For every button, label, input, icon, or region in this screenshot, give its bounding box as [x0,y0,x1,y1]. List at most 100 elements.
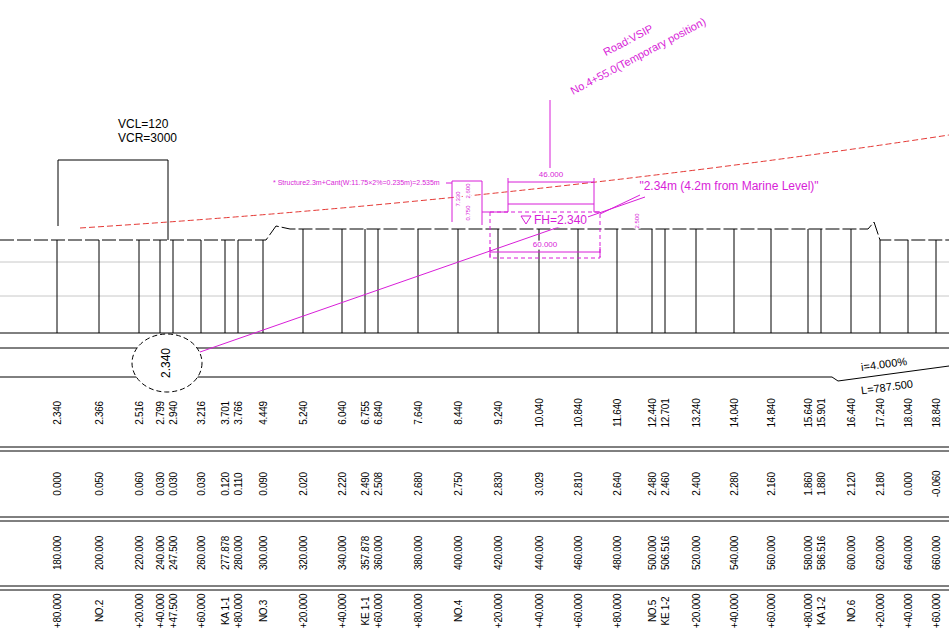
station-label: NO.4 [453,600,464,622]
station-label: +60.000 [573,594,584,628]
height-value: 2.460 [660,472,671,496]
distance-value: 460.000 [573,536,584,570]
elevation-value: 2.940 [168,401,179,425]
elevation-value: 9.240 [493,401,504,425]
station-label: +40.000 [155,594,166,628]
station-label: +60.000 [373,594,384,628]
height-value: 0.000 [903,472,914,496]
dimension-value: 46.000 [538,171,564,180]
distance-value: 357.878 [360,536,371,570]
elevation-value: 2.516 [134,401,145,425]
circle-outline [132,334,202,392]
station-label: KE 1-2 [660,597,671,626]
distance-value: 506.516 [660,536,671,570]
height-value: 3.029 [534,472,545,496]
elevation-value: 14.040 [729,399,740,428]
table-line [0,447,949,590]
height-value: 0.000 [52,472,63,496]
structure-note: * Structure2.3m+Cant(W:11.75×2%=0.235m)=… [272,179,441,187]
distance-value: 340.000 [337,536,348,570]
distance-value: 247.500 [168,536,179,570]
height-value: -0.060 [931,471,942,498]
distance-value: 480.000 [612,536,623,570]
height-value: 2.180 [875,472,886,496]
distance-value: 220.000 [134,536,145,570]
station-label: +80.000 [413,594,424,628]
station-label: +20.000 [298,594,309,628]
station-label: NO.6 [846,600,857,622]
ground-line [0,222,949,240]
station-label: +20.000 [493,594,504,628]
dimension-value: 2.500 [634,213,641,228]
height-value: 2.508 [373,472,384,496]
distance-value: 660.000 [931,536,942,570]
distance-value: 620.000 [875,536,886,570]
distance-value: 500.000 [647,536,658,570]
height-value: 0.090 [258,472,269,496]
elevation-value: 2.366 [94,401,105,425]
elevation-value: 17.240 [875,399,886,428]
elevation-value: 3.216 [196,401,207,425]
distance-value: 360.000 [373,536,384,570]
height-value: 1.880 [816,472,827,496]
elevation-value: 16.440 [846,399,857,428]
distance-value: 200.000 [94,536,105,570]
elevation-value: 6.040 [337,401,348,425]
elevation-value: 8.440 [453,401,464,425]
grid-line [0,262,949,296]
elevation-value: 2.799 [155,401,166,425]
distance-value: 420.000 [493,536,504,570]
height-value: 0.030 [168,472,179,496]
elevation-value: 6.840 [373,401,384,425]
grade-length: L=787.500 [859,377,914,396]
height-value: 2.220 [337,472,348,496]
distance-value: 260.000 [196,536,207,570]
station-line [57,229,936,333]
height-value: 0.110 [233,473,244,496]
station-label: KA 1-1 [220,597,231,625]
elevation-value: 3.766 [233,401,244,425]
height-value: 2.280 [729,472,740,496]
height-value: 2.750 [453,472,464,496]
station-label: +40.000 [903,594,914,628]
height-value: 0.030 [155,472,166,496]
height-value: 2.830 [493,472,504,496]
distance-value: 240.000 [155,536,166,570]
height-value: 1.860 [803,472,814,496]
curve-note: VCR=3000 [117,132,178,145]
station-label: NO.2 [94,600,105,622]
leader-line [200,195,645,352]
station-label: +60.000 [931,594,942,628]
distance-value: 300.000 [258,536,269,570]
curve-bracket [58,160,168,240]
height-value: 0.120 [220,472,231,496]
height-value: 2.490 [360,472,371,496]
distance-value: 540.000 [729,536,740,570]
elevation-value: 14.840 [766,399,777,428]
level-mark: FH=2.340 [533,214,588,227]
structure-outline [490,212,600,258]
elevation-value: 5.240 [298,401,309,425]
station-label: +80.000 [612,594,623,628]
elevation-value: 7.640 [413,401,424,425]
height-value: 2.680 [413,472,424,496]
structure-outline [482,204,600,212]
station-label: +80.000 [233,594,244,628]
station-label: +20.000 [691,594,702,628]
distance-value: 640.000 [903,536,914,570]
distance-value: 580.000 [803,536,814,570]
station-label: KA 1-2 [816,597,827,625]
distance-value: 320.000 [298,536,309,570]
station-label: +80.000 [52,594,63,628]
station-label: +47.500 [168,594,179,628]
elevation-value: 11.640 [612,399,623,427]
level-note: "2.34m (4.2m from Marine Level)" [638,180,819,193]
distance-value: 560.000 [766,536,777,570]
station-label: KE 1-1 [360,597,371,626]
elevation-value: 18.840 [931,399,942,428]
station-label: +40.000 [534,594,545,628]
distance-value: 280.000 [233,536,244,570]
elevation-value: 4.449 [258,401,269,425]
height-value: 2.020 [298,472,309,496]
height-value: 0.030 [196,472,207,496]
